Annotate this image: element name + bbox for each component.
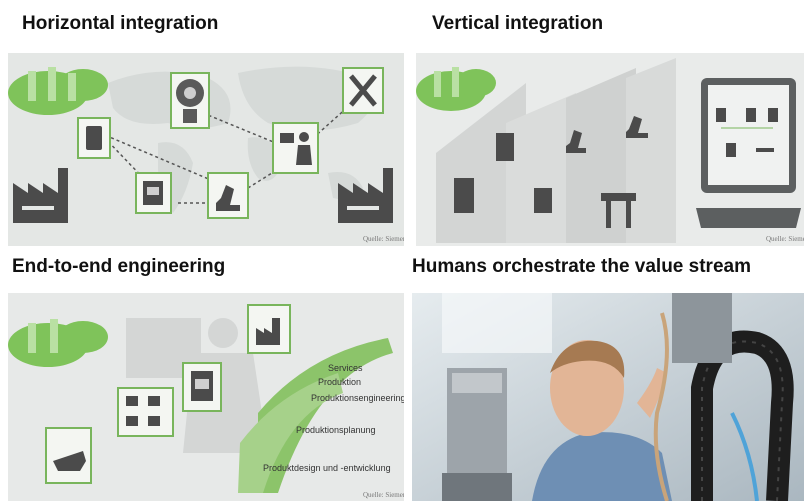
lifecycle-staircase — [238, 338, 393, 493]
cloud-icon — [8, 67, 108, 115]
cloud-icon — [8, 319, 108, 367]
robot-arm — [566, 130, 586, 153]
stage-produktdesign: Produktdesign und -entwicklung — [263, 463, 391, 473]
race-car-node — [45, 427, 92, 484]
machine-device — [496, 133, 514, 161]
horizontal-integration-illustration: Quelle: Siemens 2015 — [8, 53, 404, 246]
tools-icon — [342, 67, 384, 114]
cloud-icon — [416, 67, 496, 111]
vertical-integration-illustration: Quelle: Siemens 2 — [416, 53, 804, 246]
image-credit: Quelle: Siemens 2015 — [363, 235, 404, 243]
robot-arm — [626, 116, 648, 138]
monitor-icon — [696, 78, 801, 228]
schematic-node — [117, 387, 174, 437]
machine-housing — [672, 293, 732, 363]
caption-humans-orchestrate: Humans orchestrate the value stream — [412, 256, 751, 277]
end-to-end-engineering-illustration: Services Produktion Produktionsengineeri… — [8, 293, 404, 501]
caption-horizontal-integration: Horizontal integration — [22, 13, 219, 34]
gear-machine-icon — [170, 72, 210, 129]
stage-services: Services — [328, 363, 363, 373]
machine-node — [182, 362, 222, 412]
conveyor-table — [601, 193, 636, 228]
person — [532, 340, 672, 501]
machine-device — [534, 188, 552, 213]
machine-node — [135, 172, 172, 214]
person-silhouette — [208, 318, 238, 348]
stage-produktionsengineering: Produktionsengineering — [311, 393, 404, 403]
motor-unit — [442, 368, 512, 501]
worker-photo — [412, 293, 804, 501]
factory-icon — [338, 168, 393, 223]
device-node — [77, 117, 111, 159]
cable-chain — [653, 312, 794, 501]
plc-device — [454, 178, 474, 213]
stage-produktionsplanung: Produktionsplanung — [296, 425, 376, 435]
factory-icon — [13, 168, 68, 223]
worker-at-computer-node — [272, 122, 319, 174]
image-credit: Quelle: Siemens 2 — [766, 235, 804, 243]
factory-node — [247, 304, 291, 354]
caption-end-to-end-engineering: End-to-end engineering — [12, 256, 226, 277]
caption-vertical-integration: Vertical integration — [432, 13, 604, 34]
stage-produktion: Produktion — [318, 377, 361, 387]
image-credit: Quelle: Siemens 2015 — [363, 491, 404, 499]
robot-arm-node — [207, 172, 249, 219]
